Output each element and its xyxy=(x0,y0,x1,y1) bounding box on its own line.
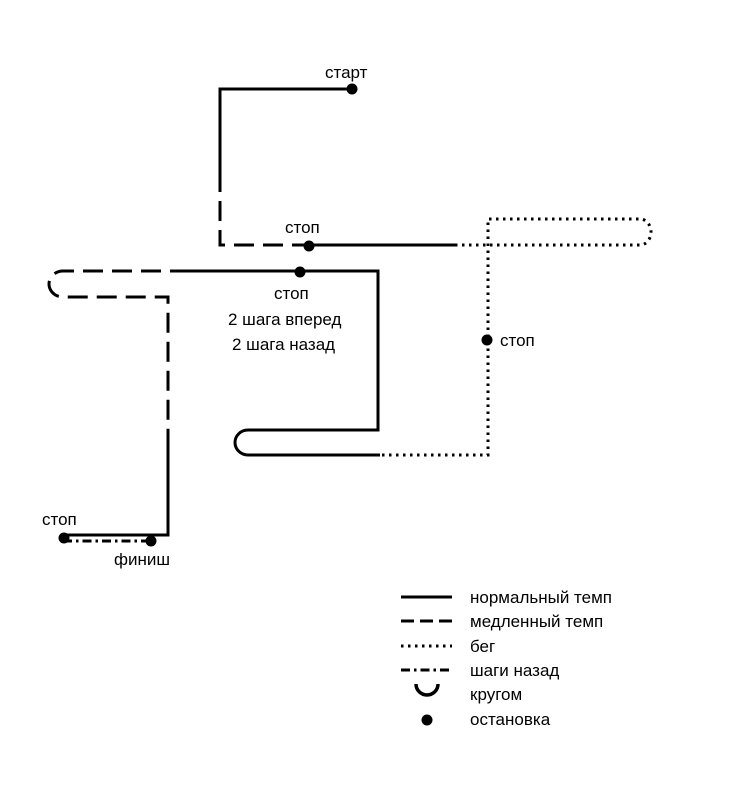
route-slow-2 xyxy=(47,269,190,430)
label-steps-forward: 2 шага вперед xyxy=(228,310,342,329)
legend-slow-label: медленный темп xyxy=(470,612,603,631)
legend-back-label: шаги назад xyxy=(470,661,559,680)
stop-point-mid xyxy=(294,266,306,278)
route-normal-loop xyxy=(190,269,380,457)
legend-turn-label: кругом xyxy=(470,685,522,704)
route-slow-1 xyxy=(218,172,310,247)
stop-point-start xyxy=(346,83,358,95)
legend: нормальный темп медленный темп бег шаги … xyxy=(401,588,612,729)
stop-point-finish xyxy=(145,535,157,547)
stop-point-top xyxy=(303,240,315,252)
label-stop-left: стоп xyxy=(42,510,77,529)
legend-stop-dot xyxy=(421,714,433,726)
label-steps-back: 2 шага назад xyxy=(232,335,335,354)
legend-run-label: бег xyxy=(470,637,495,656)
stop-point-right xyxy=(481,334,493,346)
route-normal-3 xyxy=(63,430,170,537)
label-start: старт xyxy=(325,63,368,82)
stop-point-left xyxy=(58,532,70,544)
label-stop-top: стоп xyxy=(285,218,320,237)
label-stop-mid: стоп xyxy=(274,284,309,303)
legend-stop-label: остановка xyxy=(470,710,551,729)
legend-turn-icon xyxy=(414,683,440,697)
label-finish: финиш xyxy=(114,550,170,569)
route-normal-1 xyxy=(218,87,352,172)
label-stop-right: стоп xyxy=(500,331,535,350)
legend-normal-label: нормальный темп xyxy=(470,588,612,607)
